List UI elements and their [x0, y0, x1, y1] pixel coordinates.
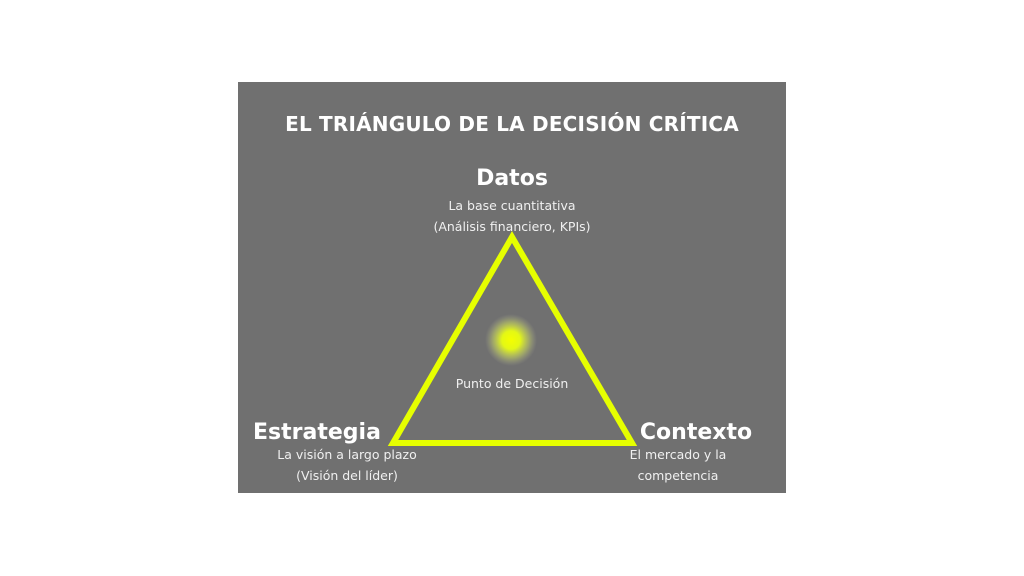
node-estrategia-line1: La visión a largo plazo [277, 447, 417, 462]
center-label: Punto de Decisión [455, 376, 569, 391]
node-datos-line2: (Análisis financiero, KPIs) [433, 219, 591, 234]
node-datos-line1: La base cuantitativa [448, 198, 576, 213]
node-contexto-line2: competencia [637, 468, 719, 483]
node-datos-title: Datos [476, 166, 548, 191]
node-contexto-title: Contexto [639, 420, 753, 445]
diagram-title: EL TRIÁNGULO DE LA DECISIÓN CRÍTICA [285, 112, 739, 136]
diagram-panel: EL TRIÁNGULO DE LA DECISIÓN CRÍTICA Punt… [238, 82, 786, 493]
glow-dot-icon [485, 314, 537, 366]
node-contexto-line1: El mercado y la [629, 447, 727, 462]
decision-triangle [387, 231, 638, 446]
node-estrategia-line2: (Visión del líder) [296, 468, 398, 483]
triangle-outline [387, 231, 638, 446]
node-estrategia-title: Estrategia [253, 420, 381, 445]
